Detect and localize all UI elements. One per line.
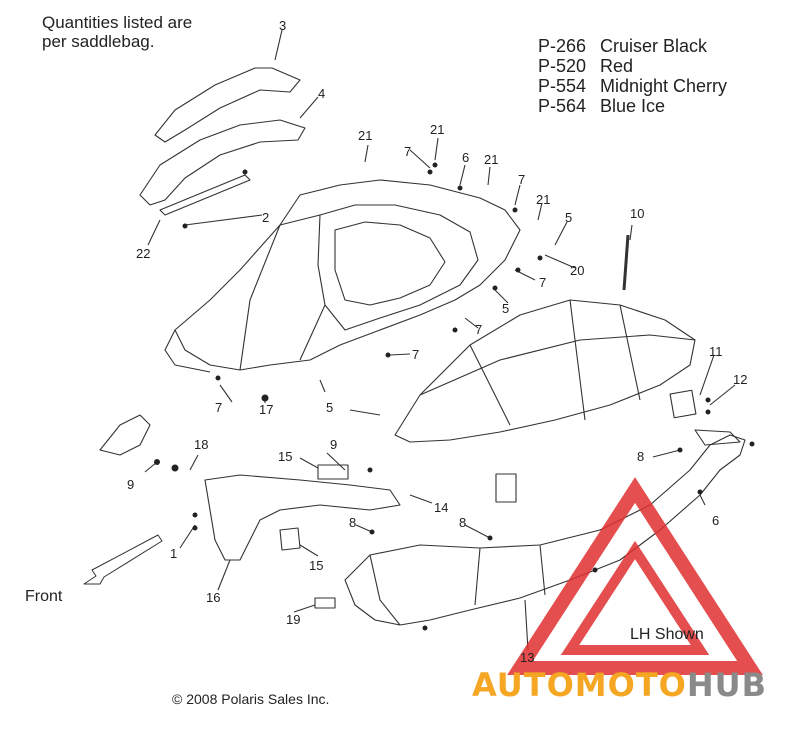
part-mount-plate	[495, 473, 517, 503]
callout-9: 9	[330, 437, 338, 452]
callout-3: 3	[279, 18, 287, 33]
front-arrow	[83, 534, 163, 585]
callout-12: 12	[733, 372, 748, 387]
lid-shell	[394, 299, 696, 443]
part-3-rail	[154, 67, 301, 143]
copyright: © 2008 Polaris Sales Inc.	[172, 691, 330, 707]
callout-5: 5	[565, 210, 573, 225]
callout-21: 21	[358, 128, 373, 143]
watermark-part-1: AUTOMOTO	[472, 666, 687, 704]
callout-9: 9	[127, 477, 135, 492]
callout-13: 13	[520, 650, 535, 665]
callout-11: 11	[709, 344, 723, 359]
lower-body	[344, 434, 746, 626]
part-22-strip	[159, 174, 251, 216]
callout-7: 7	[518, 172, 526, 187]
callout-21: 21	[430, 122, 445, 137]
lh-shown-label: LH Shown	[630, 626, 704, 643]
callout-18: 18	[194, 437, 209, 452]
callout-7: 7	[404, 144, 412, 159]
callout-22: 22	[136, 246, 151, 261]
watermark-part-2: HUB	[686, 666, 768, 704]
callout-1: 1	[170, 546, 178, 561]
note-line-1: Quantities listed are	[42, 13, 193, 32]
callout-14: 14	[434, 500, 449, 515]
callout-8: 8	[637, 449, 645, 464]
callout-17: 17	[259, 402, 274, 417]
watermark-logo	[507, 477, 763, 675]
callout-7: 7	[539, 275, 547, 290]
part-11-plate	[669, 389, 697, 419]
callout-8: 8	[349, 515, 357, 530]
callout-5: 5	[502, 301, 510, 316]
callout-6: 6	[462, 150, 470, 165]
part-4-rail	[139, 119, 306, 206]
callout-8: 8	[459, 515, 467, 530]
front-label: Front	[25, 588, 63, 605]
callout-5: 5	[326, 400, 334, 415]
callout-10: 10	[630, 206, 645, 221]
callout-2: 2	[262, 210, 270, 225]
callout-7: 7	[412, 347, 420, 362]
callout-15: 15	[309, 558, 324, 573]
callout-21: 21	[536, 192, 551, 207]
callout-7: 7	[215, 400, 223, 415]
callout-20: 20	[570, 263, 585, 278]
callout-15: 15	[278, 449, 293, 464]
watermark-text: AUTOMOTOHUB	[472, 666, 767, 704]
inner-liner	[174, 179, 521, 371]
callout-16: 16	[206, 590, 221, 605]
part-10-strut	[622, 234, 630, 291]
callout-6: 6	[712, 513, 720, 528]
quantity-note: Quantities listed are per saddlebag.	[42, 13, 192, 51]
part-16-panel	[204, 474, 401, 561]
part-9-bracket	[99, 414, 151, 456]
part-12-strip	[694, 429, 741, 446]
callout-7: 7	[475, 322, 483, 337]
note-line-2: per saddlebag.	[42, 32, 155, 51]
callout-21: 21	[484, 152, 499, 167]
callout-4: 4	[318, 86, 326, 101]
callout-19: 19	[286, 612, 301, 627]
